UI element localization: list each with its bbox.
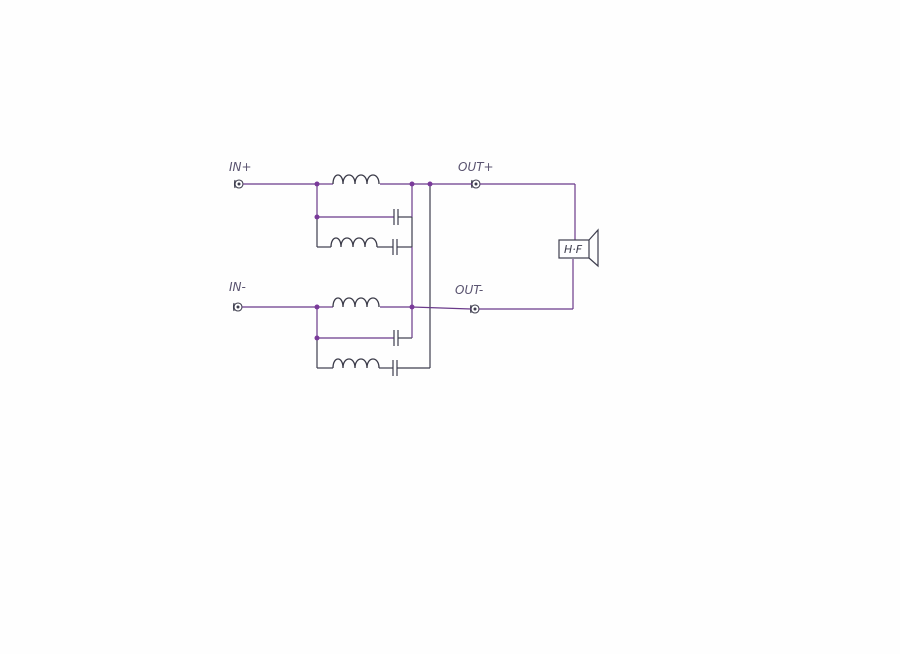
inductor-4 (332, 358, 380, 369)
jack-icon (233, 179, 244, 189)
jack-icon (469, 304, 480, 314)
label-out-plus: OUT+ (458, 160, 494, 174)
jack-icon (232, 302, 243, 312)
label-out-minus: OUT- (455, 283, 483, 297)
inductor-2 (330, 237, 378, 248)
bottom-filter-network (242, 297, 472, 376)
top-filter-network (243, 174, 472, 255)
speaker-label: H·F (564, 243, 583, 256)
jack-icon (470, 179, 481, 189)
label-in-plus: IN+ (229, 160, 252, 174)
speaker-icon: H·F (558, 228, 599, 268)
inductor-3 (332, 297, 380, 308)
inductor-1 (332, 174, 380, 185)
label-in-minus: IN- (229, 280, 246, 294)
junction-dots (314, 181, 433, 341)
